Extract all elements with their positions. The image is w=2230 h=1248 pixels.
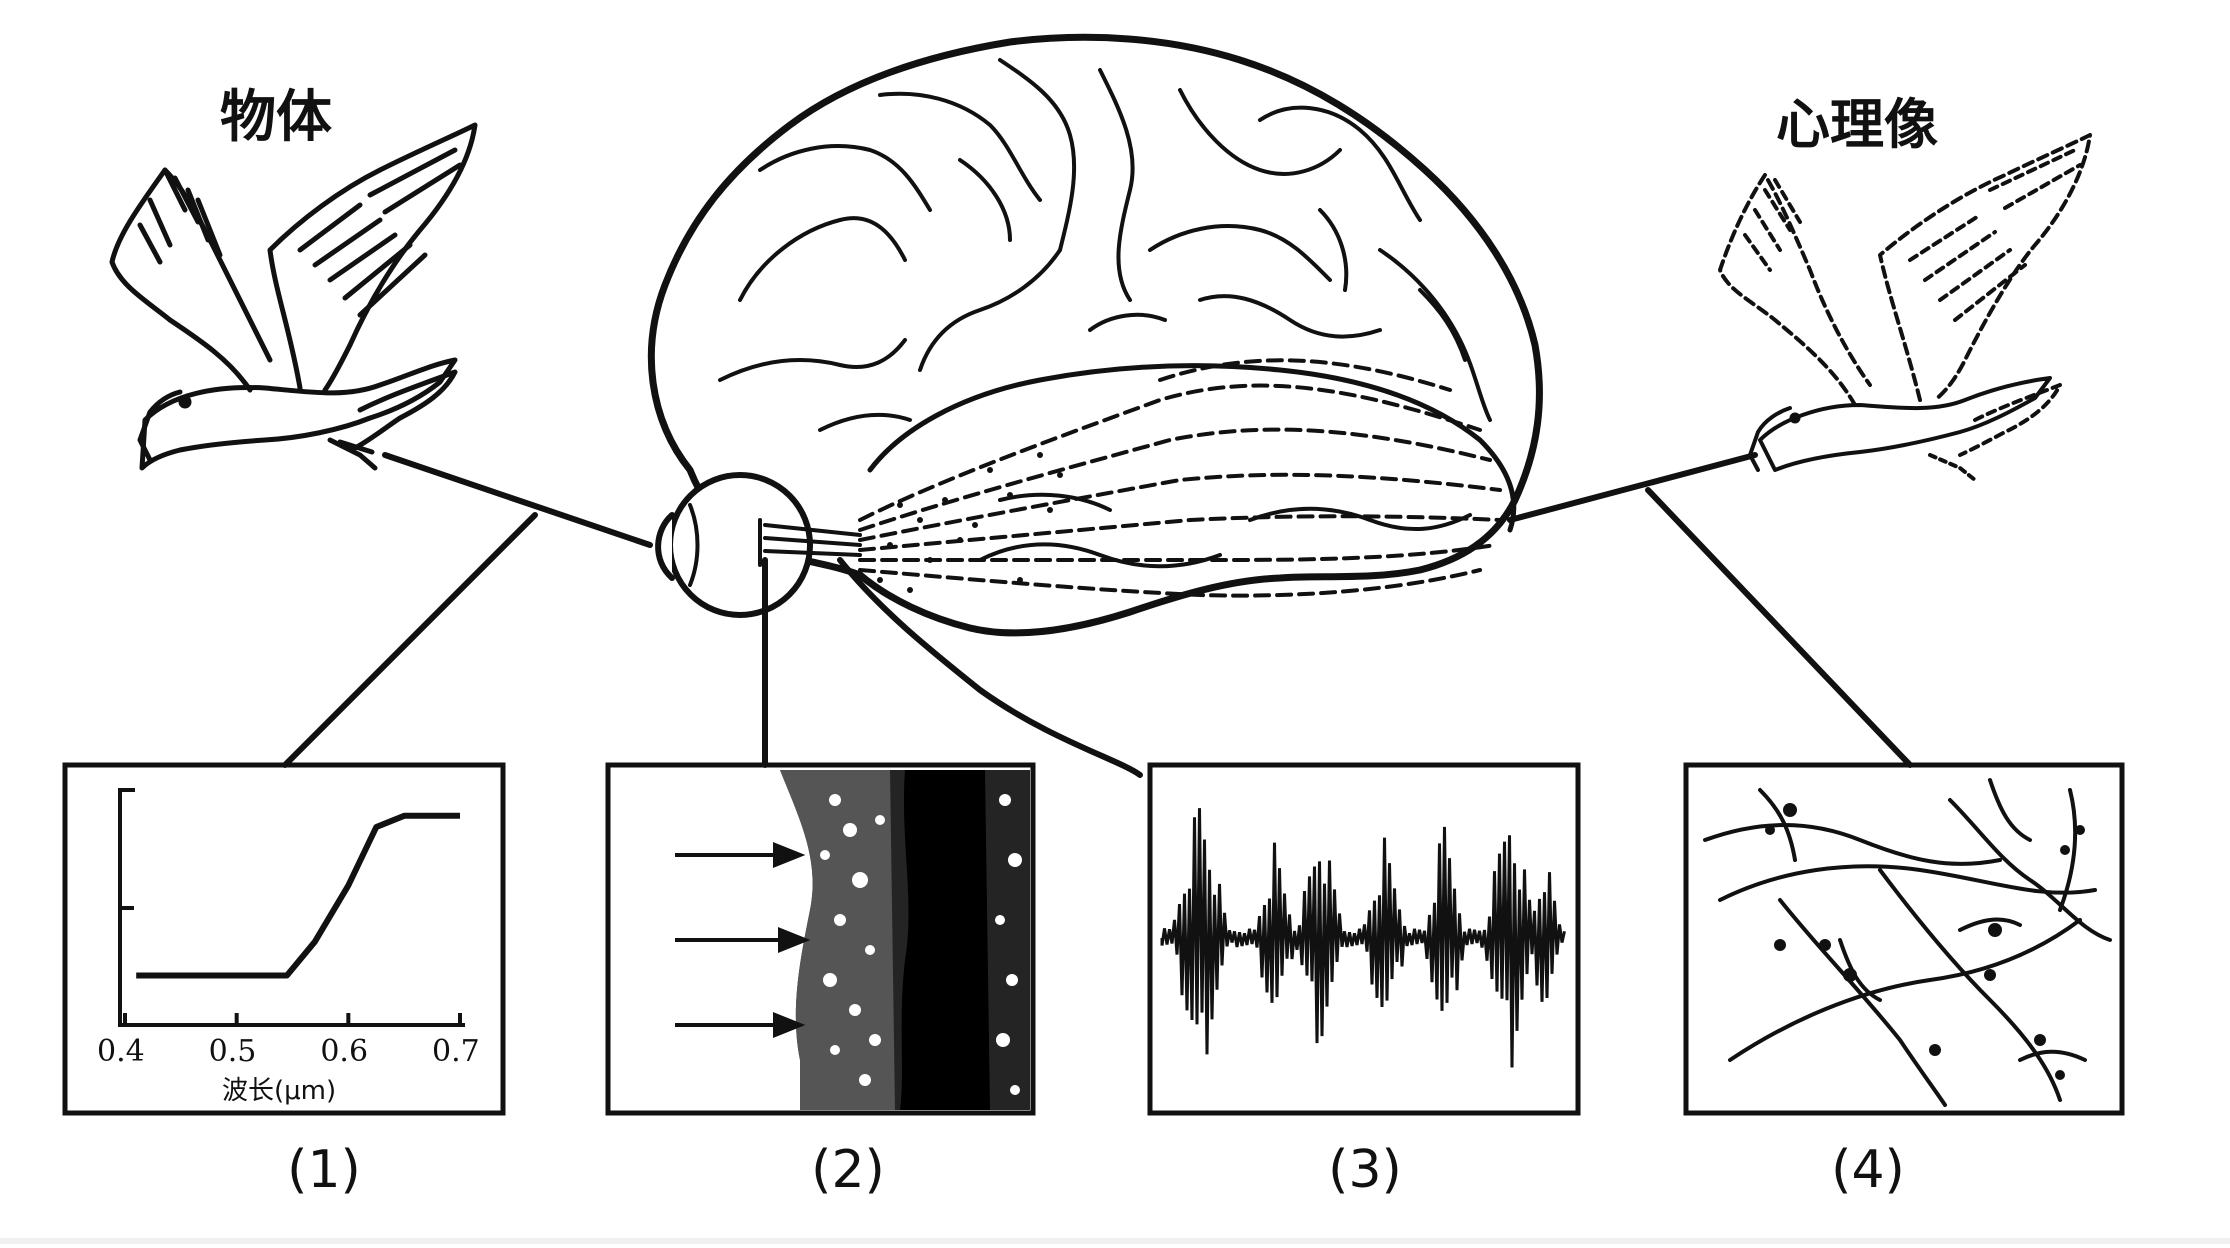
- chart-x-axis-title: 波长(μm): [222, 1076, 337, 1106]
- chart-panel-1: [118, 788, 465, 1027]
- bird-mental-image-icon: [1718, 133, 2092, 482]
- panel-2-frame: [605, 762, 1036, 1116]
- chart-x-tick-label: 0.4: [97, 1034, 145, 1069]
- panel-label-3: (3): [1328, 1140, 1402, 1200]
- neuron-network-panel-4: [1703, 778, 2112, 1107]
- bottom-strip: [0, 1238, 2230, 1244]
- bird-object-icon: [109, 122, 478, 471]
- panel-label-2: (2): [811, 1140, 885, 1200]
- panel-4-frame: [1683, 762, 2125, 1116]
- panel-1-frame: [62, 762, 506, 1116]
- brain-icon: [647, 33, 1543, 637]
- object-label: 物体: [220, 85, 332, 150]
- chart-x-tick-label: 0.6: [320, 1034, 369, 1069]
- panel-frames: [62, 762, 2125, 1116]
- panel-label-4: (4): [1831, 1140, 1905, 1200]
- chart-y-axis: [118, 788, 465, 1027]
- panel-label-1: (1): [287, 1140, 361, 1200]
- chart-x-tick-label: 0.5: [208, 1034, 257, 1069]
- connector-lines: [282, 452, 1913, 778]
- chart-series-line: [136, 812, 460, 979]
- chart-x-tick-label: 0.7: [432, 1034, 480, 1069]
- neural-signal-panel-3: [1160, 808, 1566, 1068]
- chart-x-tick-marks: [123, 1013, 462, 1025]
- mental-image-label: 心理像: [1776, 93, 1938, 156]
- eye-icon: [655, 472, 862, 618]
- panel-3-frame: [1147, 762, 1581, 1116]
- retina-panel-2: [675, 770, 1030, 1110]
